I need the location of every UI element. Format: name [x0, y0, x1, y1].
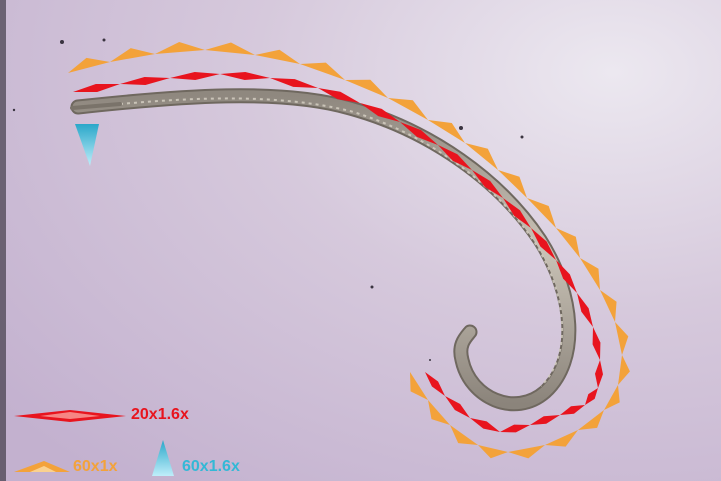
redTrack-segment-18 — [530, 415, 560, 425]
redTrack-segment-10 — [503, 198, 531, 228]
orangeTrack-tooth-4 — [255, 49, 300, 64]
orange-track-60x1x — [68, 42, 630, 459]
orangeTrack-tooth-3 — [205, 42, 255, 55]
legend-swatch-cyan — [152, 440, 174, 476]
orangeTrack-tooth-18 — [578, 410, 604, 430]
redTrack-segment-19 — [500, 424, 530, 433]
orangeTrack-tooth-16 — [618, 355, 630, 385]
orangeTrack-tooth-13 — [580, 258, 600, 290]
orangeTrack-tooth-12 — [556, 228, 580, 258]
redTrack-segment-5 — [318, 88, 360, 103]
orangeTrack-tooth-2 — [155, 42, 205, 54]
orangeTrack-tooth-23 — [428, 400, 450, 425]
orangeTrack-tooth-5 — [300, 62, 345, 80]
redTrack-segment-22 — [425, 372, 445, 396]
legend-label-60x1.6x: 60x1.6x — [182, 458, 240, 475]
redTrack-segment-17 — [560, 405, 585, 415]
orangeTrack-tooth-6 — [345, 79, 388, 98]
legend-swatch-red — [14, 410, 126, 422]
redTrack-segment-2 — [170, 72, 220, 80]
redTrack-segment-14 — [592, 327, 601, 360]
redTrack-segment-13 — [577, 293, 593, 327]
orangeTrack-tooth-1 — [110, 48, 155, 62]
redTrack-segment-12 — [556, 260, 577, 293]
orangeTrack-tooth-20 — [508, 445, 545, 459]
redTrack-segment-20 — [470, 418, 500, 432]
cyan-start-marker — [75, 124, 99, 166]
redTrack-segment-11 — [531, 228, 556, 260]
redTrack-segment-0 — [73, 84, 120, 92]
redTrack-segment-1 — [120, 77, 170, 85]
orangeTrack-tooth-22 — [450, 425, 478, 445]
red-track-20x1.6x — [73, 72, 603, 433]
orangeTrack-tooth-10 — [498, 170, 527, 198]
redTrack-segment-6 — [360, 103, 400, 122]
redTrack-segment-21 — [445, 396, 470, 418]
redTrack-segment-8 — [438, 145, 472, 170]
redTrack-segment-15 — [595, 360, 603, 388]
orangeTrack-tooth-24 — [410, 372, 428, 400]
redTrack-segment-4 — [270, 78, 318, 88]
orangeTrack-tooth-9 — [465, 143, 498, 170]
legend-swatch-orange — [14, 461, 70, 472]
orangeTrack-tooth-8 — [428, 120, 465, 143]
orangeTrack-tooth-0 — [68, 57, 110, 73]
orangeTrack-tooth-19 — [545, 430, 578, 447]
orangeTrack-tooth-15 — [615, 322, 629, 355]
redTrack-segment-9 — [472, 170, 503, 198]
legend-label-20x1.6x: 20x1.6x — [131, 406, 189, 423]
legend-label-60x1x: 60x1x — [73, 458, 118, 475]
orangeTrack-tooth-7 — [388, 98, 428, 120]
redTrack-segment-3 — [220, 72, 270, 80]
left-edge-shadow — [0, 0, 6, 481]
orangeTrack-tooth-14 — [600, 290, 617, 322]
redTrack-segment-7 — [400, 122, 438, 145]
orangeTrack-tooth-11 — [527, 198, 556, 228]
orangeTrack-tooth-21 — [478, 445, 508, 459]
orangeTrack-tooth-17 — [604, 385, 620, 410]
redTrack-segment-16 — [585, 388, 598, 405]
